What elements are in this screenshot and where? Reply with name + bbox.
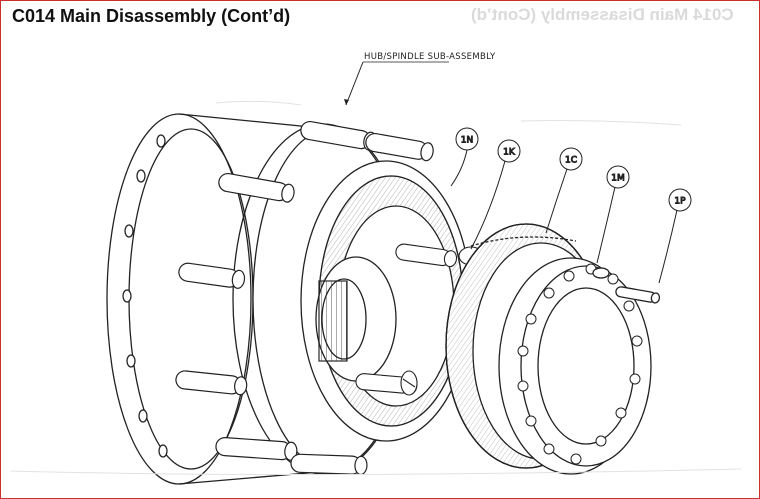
svg-text:1P: 1P [674,197,686,207]
svg-text:1K: 1K [503,148,516,158]
page-title: C014 Main Disassembly (Cont’d) [12,6,291,26]
assembly-callout: HUB/SPINDLE SUB-ASSEMBLY [344,52,496,106]
assembly-label: HUB/SPINDLE SUB-ASSEMBLY [364,52,496,62]
callout-1N: 1N [450,127,479,187]
callout-1P: 1P [658,188,692,284]
svg-text:1C: 1C [565,156,577,166]
svg-text:1N: 1N [461,136,473,146]
svg-text:1M: 1M [611,174,625,184]
callout-1M: 1M [596,165,630,264]
callout-1K: 1K [470,139,521,250]
bearing-retainer [498,257,661,475]
scan-artifacts [10,100,742,476]
callout-1C: 1C [545,147,583,234]
wheel-studs [175,120,434,476]
hub-body [106,113,472,485]
